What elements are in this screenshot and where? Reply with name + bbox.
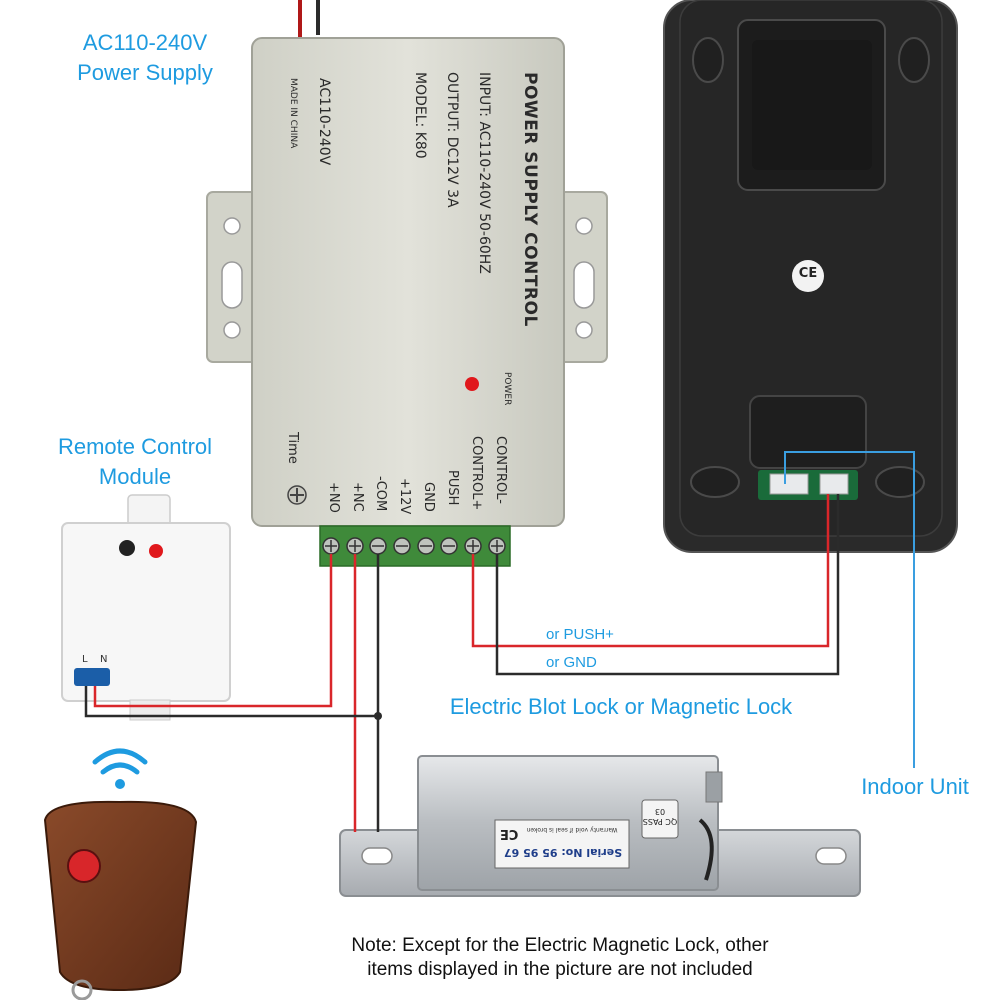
key-fob bbox=[43, 748, 198, 1000]
psu-power-label: POWER bbox=[502, 372, 512, 406]
terminal-label-control-plus: CONTROL+ bbox=[469, 436, 484, 511]
footer-note: Note: Except for the Electric Magnetic L… bbox=[300, 934, 820, 982]
lock-label: Electric Blot Lock or Magnetic Lock bbox=[449, 694, 793, 719]
power-supply-label: AC110-240V Power Supply bbox=[40, 28, 250, 88]
indoor-ce-mark bbox=[792, 260, 824, 292]
wires bbox=[84, 451, 915, 832]
lock-ce-text: CE bbox=[500, 826, 519, 841]
terminal-label-12v: +12V bbox=[397, 478, 412, 515]
terminal-label-push: PUSH bbox=[445, 470, 460, 506]
remote-module-label-line1: Remote Control bbox=[57, 434, 213, 459]
psu-made-in: MADE IN CHINA bbox=[288, 78, 298, 149]
remote-module-label-line2: Module bbox=[98, 464, 172, 489]
psu-input: INPUT: AC110-240V 50-60HZ bbox=[476, 72, 492, 274]
power-led bbox=[465, 377, 479, 391]
module-pin-l: L bbox=[82, 654, 88, 665]
psu-model: MODEL: K80 bbox=[412, 72, 428, 159]
lock-serial-text: Serial No: 95 95 67 bbox=[503, 846, 623, 859]
power-supply-label-line2: Power Supply bbox=[77, 60, 213, 85]
psu-voltage: AC110-240V bbox=[316, 78, 332, 166]
terminal-screws bbox=[322, 537, 506, 555]
module-led bbox=[149, 544, 163, 558]
wire-label-push: or PUSH+ bbox=[546, 626, 614, 643]
indoor-unit bbox=[663, 0, 958, 553]
indoor-unit-label: Indoor Unit bbox=[861, 774, 969, 799]
module-button bbox=[119, 540, 135, 556]
module-pin-n: N bbox=[100, 654, 108, 665]
remote-module-label: Remote Control Module bbox=[30, 432, 240, 492]
lock-warranty-text: Warranty void if seal is broken bbox=[526, 826, 618, 833]
terminal-label-nc: +NC bbox=[350, 482, 365, 512]
psu-time-label: Time bbox=[285, 432, 300, 464]
wire-label-gnd: or GND bbox=[546, 654, 597, 671]
terminal-label-control-minus: CONTROL- bbox=[493, 436, 508, 504]
terminal-label-gnd: GND bbox=[421, 482, 436, 512]
footer-note-line2: items displayed in the picture are not i… bbox=[367, 959, 753, 980]
psu-title: POWER SUPPLY CONTROL bbox=[520, 72, 540, 327]
terminal-label-no: +NO bbox=[326, 482, 341, 513]
psu-output: OUTPUT: DC12V 3A bbox=[444, 72, 460, 208]
serial-label bbox=[494, 819, 630, 869]
electric-lock bbox=[339, 755, 861, 897]
lock-pass-text: QC PASS 03 bbox=[642, 807, 678, 826]
fob-button bbox=[67, 849, 101, 883]
footer-note-line1: Note: Except for the Electric Magnetic L… bbox=[351, 935, 769, 956]
indoor-ce-text: CE bbox=[798, 266, 818, 281]
terminal-label-com: -COM bbox=[373, 476, 388, 512]
power-supply-label-line1: AC110-240V bbox=[82, 30, 208, 55]
power-supply-unit bbox=[206, 0, 608, 567]
